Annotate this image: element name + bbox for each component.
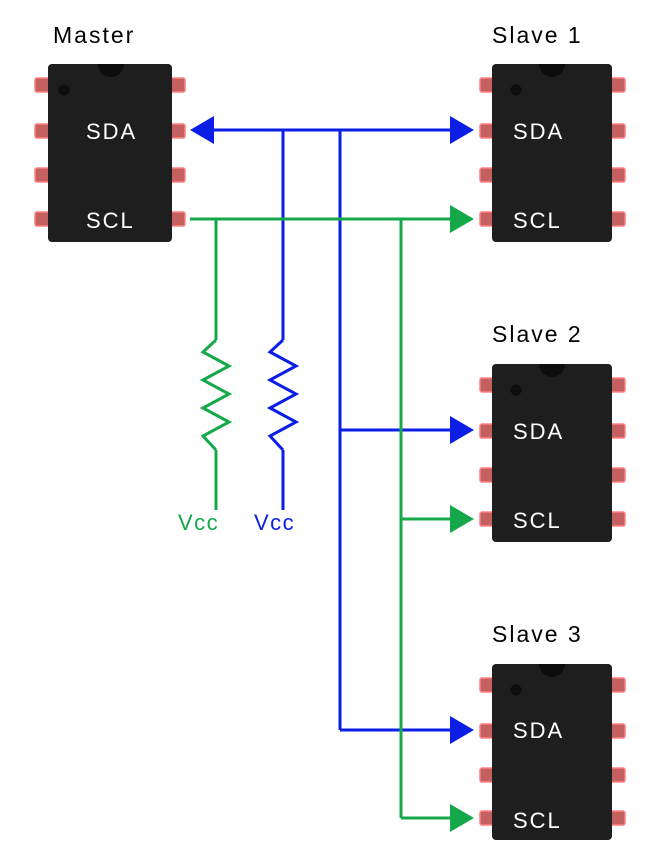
sda-pullup-resistor bbox=[266, 338, 300, 452]
chip-body bbox=[492, 664, 612, 840]
scl-arrow-to-slave-1 bbox=[450, 205, 474, 233]
scl-arrow-to-slave-2 bbox=[450, 505, 474, 533]
scl-bus-wires bbox=[190, 217, 452, 820]
sda-bus-wires bbox=[210, 128, 452, 732]
sda-pin-label: SDA bbox=[513, 718, 564, 743]
chip-title: Slave 1 bbox=[492, 22, 583, 48]
sda-vcc-label: Vcc bbox=[254, 510, 295, 535]
chip-notch bbox=[539, 64, 565, 77]
slave-2-chip: Slave 2 SDA SCL bbox=[479, 321, 626, 542]
pin1-dot bbox=[510, 384, 522, 396]
scl-vcc-label: Vcc bbox=[178, 510, 219, 535]
chip-title: Slave 3 bbox=[492, 621, 583, 647]
chip-title: Slave 2 bbox=[492, 321, 583, 347]
chip-notch bbox=[98, 64, 124, 77]
scl-pin-label: SCL bbox=[513, 808, 562, 833]
sda-arrow-to-slave-2 bbox=[450, 416, 474, 444]
scl-pin-label: SCL bbox=[513, 508, 562, 533]
scl-arrowheads bbox=[450, 205, 474, 832]
chip-notch bbox=[539, 364, 565, 377]
slave-1-chip: Slave 1 SDA SCL bbox=[479, 22, 626, 242]
sda-arrowheads bbox=[190, 116, 474, 744]
scl-arrow-to-slave-3 bbox=[450, 804, 474, 832]
scl-pullup-resistor bbox=[199, 338, 233, 452]
sda-pin-label: SDA bbox=[513, 119, 564, 144]
chip-notch bbox=[539, 664, 565, 677]
scl-pin-label: SCL bbox=[513, 208, 562, 233]
chip-title: Master bbox=[53, 22, 135, 48]
pin1-dot bbox=[58, 84, 70, 96]
sda-pin-label: SDA bbox=[86, 119, 137, 144]
pin1-dot bbox=[510, 84, 522, 96]
sda-arrow-to-slave-3 bbox=[450, 716, 474, 744]
scl-pin-label: SCL bbox=[86, 208, 135, 233]
sda-pin-label: SDA bbox=[513, 419, 564, 444]
sda-arrow-to-master bbox=[190, 116, 214, 144]
chip-body bbox=[492, 64, 612, 242]
pin1-dot bbox=[510, 684, 522, 696]
chip-body bbox=[492, 364, 612, 542]
sda-arrow-to-slave-1 bbox=[450, 116, 474, 144]
slave-3-chip: Slave 3 SDA SCL bbox=[479, 621, 626, 840]
master-chip: Master SDA SCL bbox=[34, 22, 186, 242]
chip-body bbox=[48, 64, 172, 242]
